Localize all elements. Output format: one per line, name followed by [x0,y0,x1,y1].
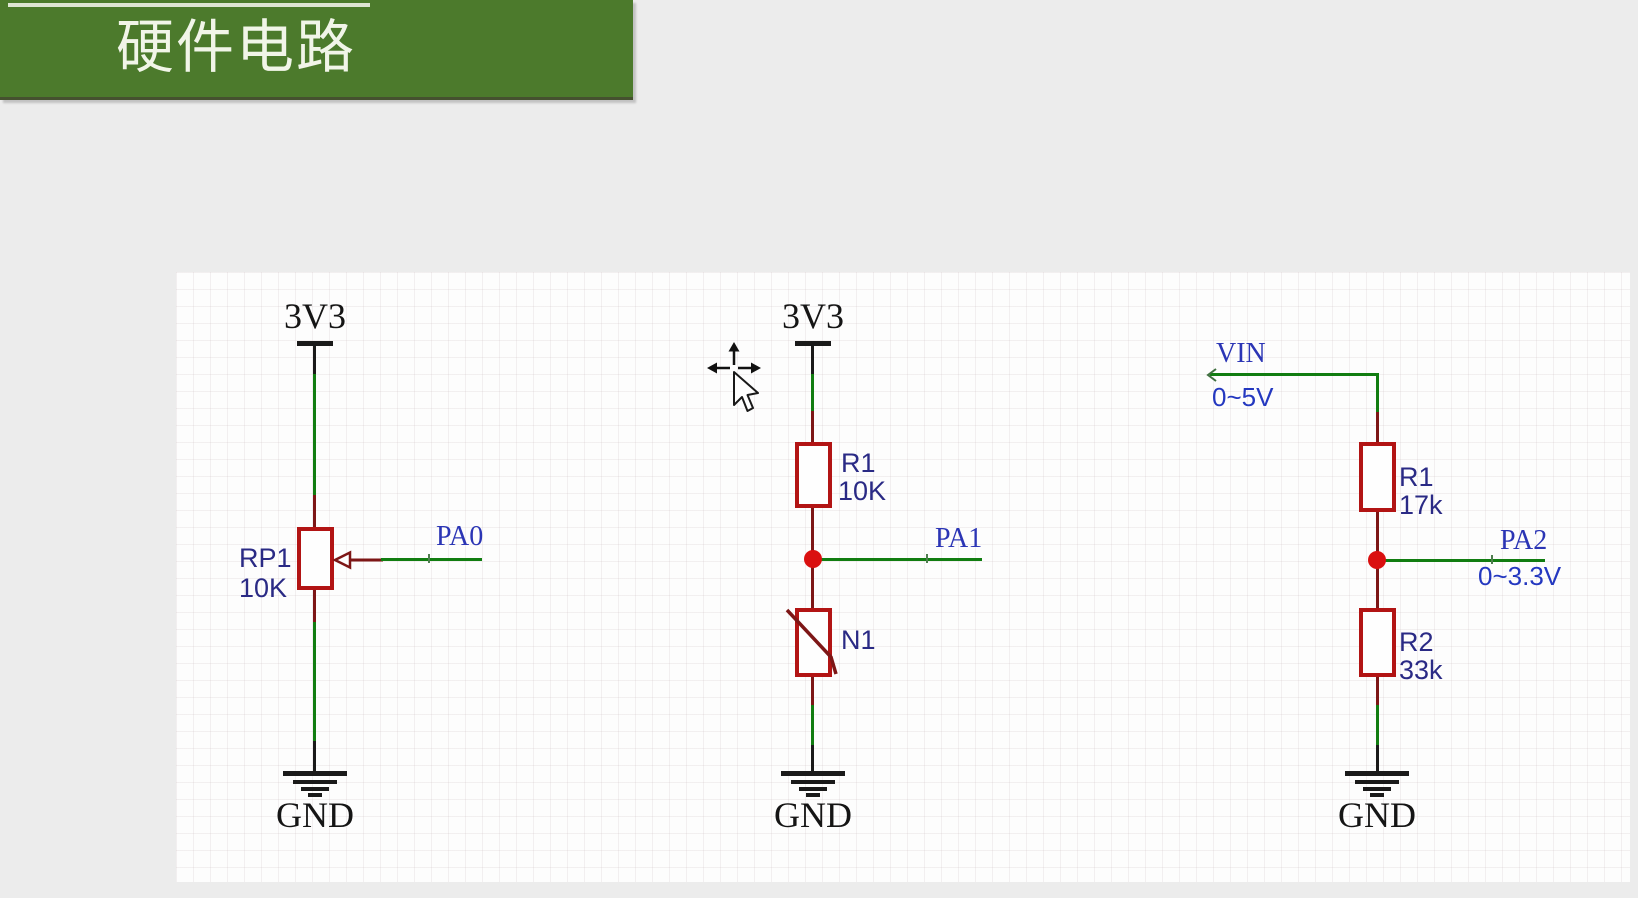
resistor-body[interactable] [1359,608,1396,677]
wire-segment[interactable] [811,677,814,706]
component-value: 33k [1399,655,1443,685]
power-rail-bar[interactable] [795,341,831,346]
wiper-arrow[interactable] [332,549,383,571]
component-value: 10K [239,573,288,603]
wire-segment[interactable] [313,622,316,742]
junction-dot[interactable] [804,550,822,568]
port-wire[interactable] [1377,559,1545,562]
schematic-canvas[interactable] [176,272,1630,882]
port-wire[interactable] [813,558,982,561]
port-range-label: 0~3.3V [1478,561,1562,591]
wire-segment[interactable] [1376,745,1379,773]
port-net-label: PA1 [935,523,983,554]
wire-segment[interactable] [811,374,814,412]
component-ref: R1 [841,448,876,478]
ground-symbol[interactable] [778,771,848,799]
port-net-label: PA2 [1500,525,1548,556]
power-rail-bar[interactable] [297,341,333,346]
component-value: 17k [1399,490,1443,520]
power-net-label: 3V3 [284,296,346,336]
wire-segment[interactable] [1376,412,1379,444]
wire-segment[interactable] [1376,677,1379,706]
component-ref: N1 [841,625,876,655]
port-net-label: PA0 [436,521,484,552]
thermistor-stroke [785,608,838,675]
wire-end-arrow [1206,368,1217,382]
pointer-cursor [733,371,759,412]
wire-segment[interactable] [313,741,316,773]
pin-tick [428,554,430,563]
wire-segment[interactable] [313,590,316,623]
port-wire[interactable] [381,558,482,561]
power-net-label: 3V3 [782,296,844,336]
wire-segment[interactable] [313,374,316,496]
wire-segment[interactable] [313,495,316,528]
title-banner: 硬件电路 [0,0,633,100]
wire-segment[interactable] [1376,373,1379,413]
component-value: 10K [838,476,887,506]
ground-net-label: GND [1338,795,1416,835]
ground-symbol[interactable] [1342,771,1412,799]
wire-segment[interactable] [811,705,814,746]
move-cursor [707,342,761,412]
component-ref: RP1 [239,543,292,573]
ground-symbol[interactable] [280,771,350,799]
wire-segment[interactable] [1376,705,1379,746]
potentiometer-body[interactable] [297,527,334,590]
ground-net-label: GND [276,795,354,835]
ground-net-label: GND [774,795,852,835]
pin-tick [926,554,928,563]
pin-tick [1491,555,1493,564]
resistor-body[interactable] [795,442,832,508]
input-range-label: 0~5V [1212,382,1274,412]
resistor-body[interactable] [1359,442,1396,512]
input-wire[interactable] [1210,373,1379,376]
component-ref: R2 [1399,627,1434,657]
wire-segment[interactable] [811,345,814,375]
component-ref: R1 [1399,462,1434,492]
wire-segment[interactable] [811,745,814,773]
junction-dot[interactable] [1368,551,1386,569]
wire-segment[interactable] [313,345,316,375]
wire-segment[interactable] [811,411,814,443]
thermistor-body[interactable] [795,608,832,677]
banner-highlight [8,3,370,7]
page-title: 硬件电路 [116,15,357,80]
input-net-label: VIN [1216,338,1266,369]
